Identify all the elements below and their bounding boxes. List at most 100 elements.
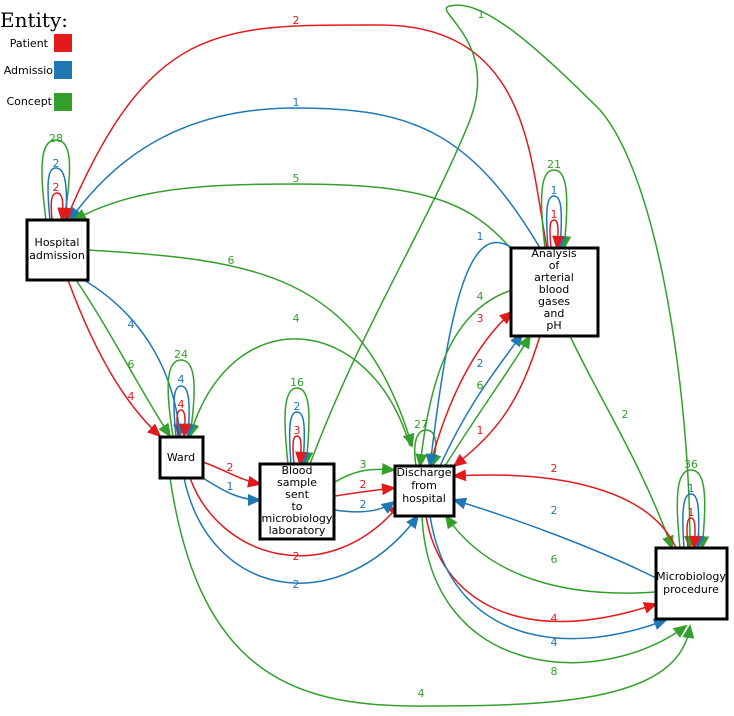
node-label-line: Discharge bbox=[396, 466, 451, 479]
label-abg-ha-patient: 2 bbox=[293, 14, 300, 27]
edge-abg-ha-patient bbox=[65, 24, 548, 249]
edge-ward-bs-admission bbox=[202, 477, 262, 506]
node-discharge[interactable]: Discharge from hospital bbox=[393, 464, 456, 518]
node-label-line: Hospital bbox=[35, 236, 80, 249]
label-abg-dis-patient: 1 bbox=[477, 424, 484, 437]
label-ha-self-concept: 28 bbox=[49, 132, 63, 145]
edge-micro-dis-admission bbox=[452, 497, 657, 579]
node-label-line: to bbox=[291, 500, 302, 513]
edge-ward-self-patient bbox=[176, 409, 192, 438]
label-abg-ha-concept: 5 bbox=[293, 172, 300, 185]
label-abg-ha-admission: 1 bbox=[293, 96, 300, 109]
edge-dis-micro-patient bbox=[425, 515, 658, 623]
label-ward-self-concept: 24 bbox=[174, 348, 188, 361]
edge-abg-dis-admission bbox=[425, 241, 513, 468]
edge-dis-ward-concept bbox=[187, 338, 411, 447]
label-bs-self-patient: 3 bbox=[294, 424, 301, 437]
edge-abg-ha-concept bbox=[72, 183, 513, 251]
label-micro-dis-admission: 2 bbox=[551, 504, 558, 517]
label-dis-micro-concept: 8 bbox=[551, 665, 558, 678]
edge-ha-self-admission bbox=[47, 167, 73, 222]
edge-ward-micro-concept bbox=[169, 477, 695, 707]
label-ha-ward-patient: 4 bbox=[128, 390, 135, 403]
node-label-line: Ward bbox=[167, 451, 195, 464]
edge-bs-micro-concept bbox=[309, 4, 696, 550]
label-abg-dis-admission: 1 bbox=[477, 230, 484, 243]
legend-label-concept: Concept bbox=[7, 95, 53, 108]
label-bs-micro-concept: 1 bbox=[478, 8, 485, 21]
edge-ha-dis-concept bbox=[87, 249, 415, 448]
label-ha-dis-concept: 6 bbox=[228, 254, 235, 267]
label-dis-self-concept: 27 bbox=[414, 418, 428, 431]
label-ward-self-patient: 4 bbox=[178, 398, 185, 411]
edge-dis-abg-admission bbox=[439, 332, 524, 467]
label-ha-self-patient: 2 bbox=[53, 181, 60, 194]
edge-ward-dis-admission bbox=[183, 477, 420, 584]
node-label-line: laboratory bbox=[269, 524, 326, 537]
label-micro-dis-concept: 6 bbox=[551, 553, 558, 566]
node-label-line: admission bbox=[29, 249, 85, 262]
edge-ha-self-patient bbox=[50, 192, 70, 222]
edge-ward-self-admission bbox=[173, 385, 195, 438]
legend-swatch-patient bbox=[54, 34, 72, 52]
label-dis-abg-admission: 2 bbox=[477, 357, 484, 370]
node-label-line: gases bbox=[538, 295, 570, 308]
node-label-line: and bbox=[544, 307, 565, 320]
edge-bs-self-concept bbox=[284, 387, 314, 466]
label-bs-self-concept: 16 bbox=[290, 376, 304, 389]
label-micro-dis-patient: 2 bbox=[551, 462, 558, 475]
edge-ha-ward-patient bbox=[67, 279, 162, 438]
node-label-line: of bbox=[549, 259, 561, 272]
node-label-line: pH bbox=[546, 319, 561, 332]
edge-abg-dis-patient bbox=[452, 335, 541, 468]
node-label-line: blood bbox=[539, 283, 569, 296]
edge-ha-self-concept bbox=[41, 139, 72, 222]
edge-abg-self-patient bbox=[549, 219, 565, 250]
edge-abg-micro-concept bbox=[569, 335, 674, 550]
label-dis-abg-concept: 6 bbox=[477, 379, 484, 392]
edge-dis-micro-concept bbox=[421, 515, 688, 664]
edge-abg-self-concept bbox=[540, 169, 572, 250]
edge-bs-self-admission bbox=[288, 411, 310, 466]
node-label-line: Microbiology bbox=[656, 570, 726, 583]
label-abg-self-admission: 1 bbox=[551, 184, 558, 197]
label-ward-dis-admission: 2 bbox=[293, 578, 300, 591]
node-abg[interactable]: Analysis of arterial blood gases and pH bbox=[509, 246, 600, 338]
edge-dis-micro-admission bbox=[429, 515, 668, 640]
label-ward-dis-patient: 2 bbox=[293, 550, 300, 563]
legend-label-patient: Patient bbox=[10, 37, 49, 50]
label-ha-ward-admission: 4 bbox=[128, 318, 135, 331]
edge-bs-dis-patient bbox=[334, 483, 396, 497]
node-label-line: Blood bbox=[281, 464, 312, 477]
edge-micro-dis-concept bbox=[444, 514, 657, 594]
label-ha-ward-concept: 6 bbox=[128, 358, 135, 371]
label-dis-micro-patient: 4 bbox=[551, 612, 558, 625]
label-bs-dis-patient: 2 bbox=[360, 478, 367, 491]
node-blood-sample[interactable]: Blood sample sent to microbiology labora… bbox=[258, 462, 336, 541]
label-abg-micro-concept: 2 bbox=[622, 408, 629, 421]
edge-micro-self-concept bbox=[676, 469, 710, 550]
legend-swatch-admission bbox=[54, 61, 72, 79]
label-dis-ward-concept: 4 bbox=[293, 312, 300, 325]
label-ha-self-admission: 2 bbox=[53, 157, 60, 170]
legend: Entity: Patient Admission Concept bbox=[0, 8, 72, 111]
edge-micro-self-patient bbox=[686, 517, 702, 550]
label-ward-bs-admission: 1 bbox=[227, 480, 234, 493]
node-label-line: procedure bbox=[663, 583, 719, 596]
edge-abg-self-admission bbox=[545, 195, 567, 250]
node-ward[interactable]: Ward bbox=[158, 435, 205, 480]
label-dis-abg-patient: 3 bbox=[477, 312, 484, 325]
label-ward-bs-patient: 2 bbox=[227, 461, 234, 474]
edge-dis-abg-patient bbox=[429, 310, 514, 467]
edge-micro-dis-patient bbox=[452, 469, 677, 549]
node-microbiology[interactable]: Microbiology procedure bbox=[654, 546, 729, 621]
node-label-line: sample bbox=[277, 476, 317, 489]
legend-title: Entity: bbox=[0, 8, 68, 32]
edge-ha-ward-concept bbox=[75, 279, 172, 438]
node-hospital-admission[interactable]: Hospital admission bbox=[25, 218, 90, 282]
label-abg-self-patient: 1 bbox=[551, 208, 558, 221]
label-abg-dis-concept: 4 bbox=[477, 290, 484, 303]
label-bs-dis-admission: 2 bbox=[360, 498, 367, 511]
node-label-line: Analysis bbox=[531, 247, 577, 260]
